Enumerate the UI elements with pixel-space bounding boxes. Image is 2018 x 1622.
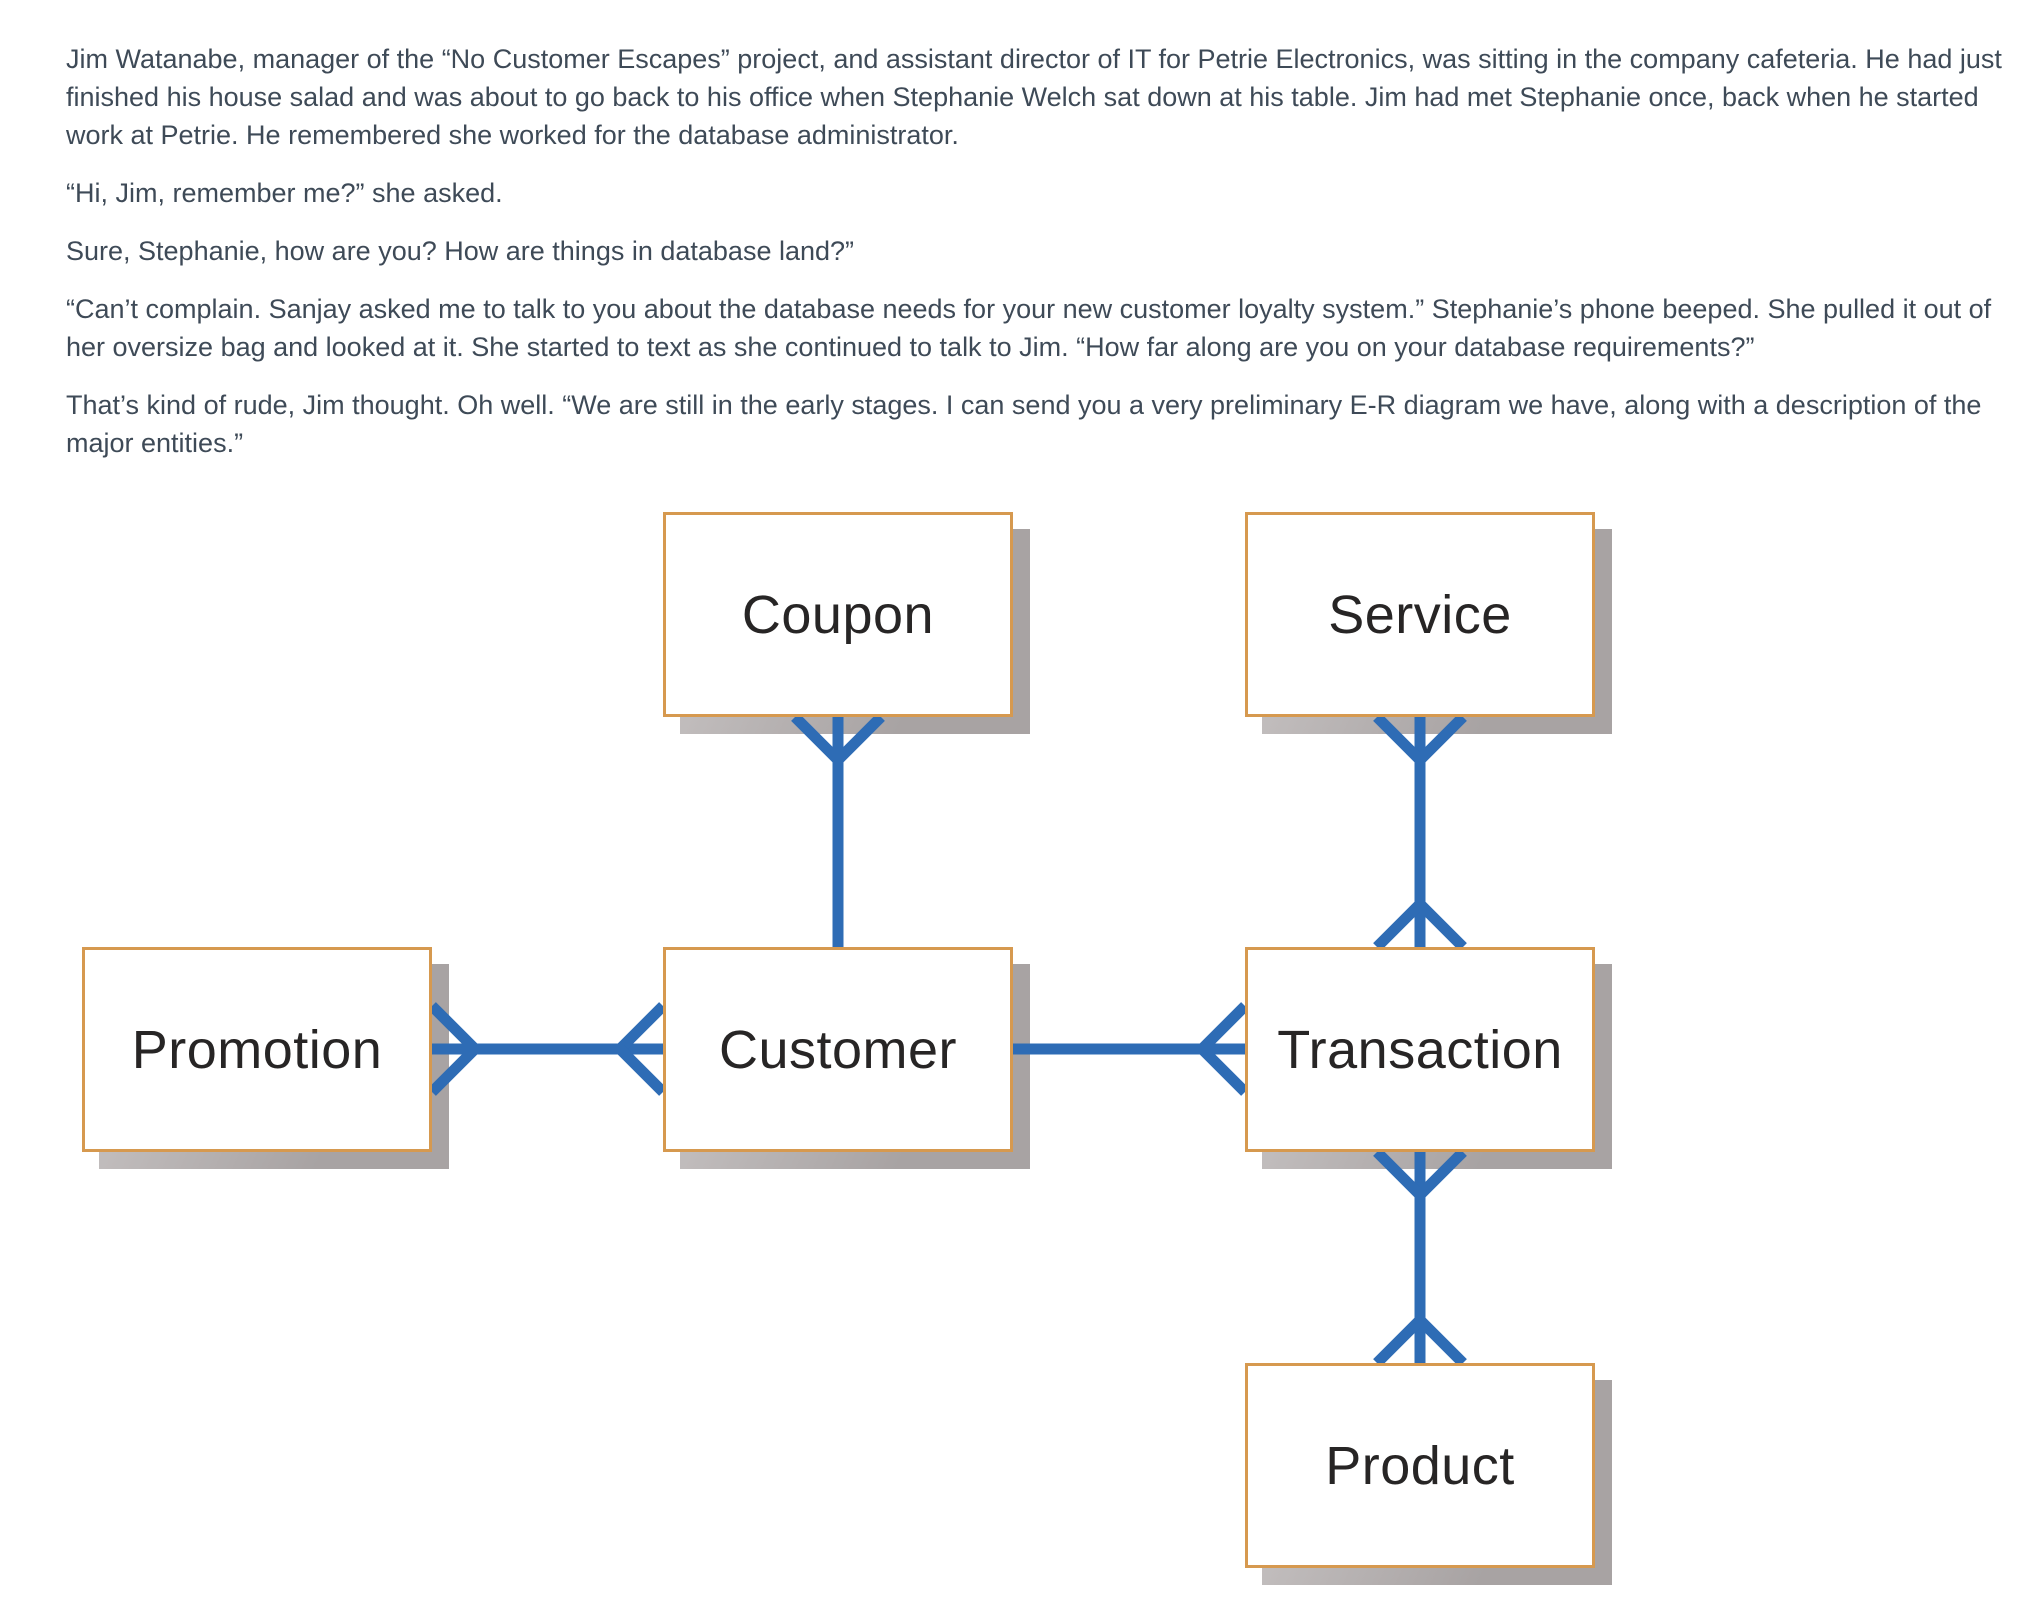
entity-product-label: Product — [1325, 1435, 1515, 1496]
relationship-transaction-product — [1373, 1148, 1467, 1367]
entity-service: Service — [1245, 512, 1595, 717]
narrative-paragraph: “Can’t complain. Sanjay asked me to talk… — [66, 294, 1992, 362]
narrative-paragraph: “Hi, Jim, remember me?” she asked. — [66, 178, 503, 208]
case-narrative: Jim Watanabe, manager of the “No Custome… — [66, 40, 2018, 482]
entity-customer-label: Customer — [718, 1019, 958, 1080]
entity-coupon: Coupon — [663, 512, 1013, 717]
entity-transaction-label: Transaction — [1277, 1019, 1563, 1080]
entity-customer: Customer — [663, 947, 1013, 1152]
entity-service-label: Service — [1328, 584, 1512, 645]
entity-coupon-label: Coupon — [741, 584, 935, 645]
relationship-service-transaction — [1373, 713, 1467, 951]
entity-promotion: Promotion — [82, 947, 432, 1152]
entity-product: Product — [1245, 1363, 1595, 1568]
entity-promotion-label: Promotion — [131, 1019, 383, 1080]
relationship-promotion-customer — [428, 1002, 667, 1096]
relationship-customer-coupon — [791, 713, 885, 947]
entity-transaction: Transaction — [1245, 947, 1595, 1152]
narrative-paragraph: That’s kind of rude, Jim thought. Oh wel… — [66, 390, 1982, 458]
narrative-paragraph: Sure, Stephanie, how are you? How are th… — [66, 236, 855, 266]
relationship-customer-transaction — [1012, 1002, 1249, 1096]
narrative-paragraph: Jim Watanabe, manager of the “No Custome… — [66, 44, 2002, 150]
